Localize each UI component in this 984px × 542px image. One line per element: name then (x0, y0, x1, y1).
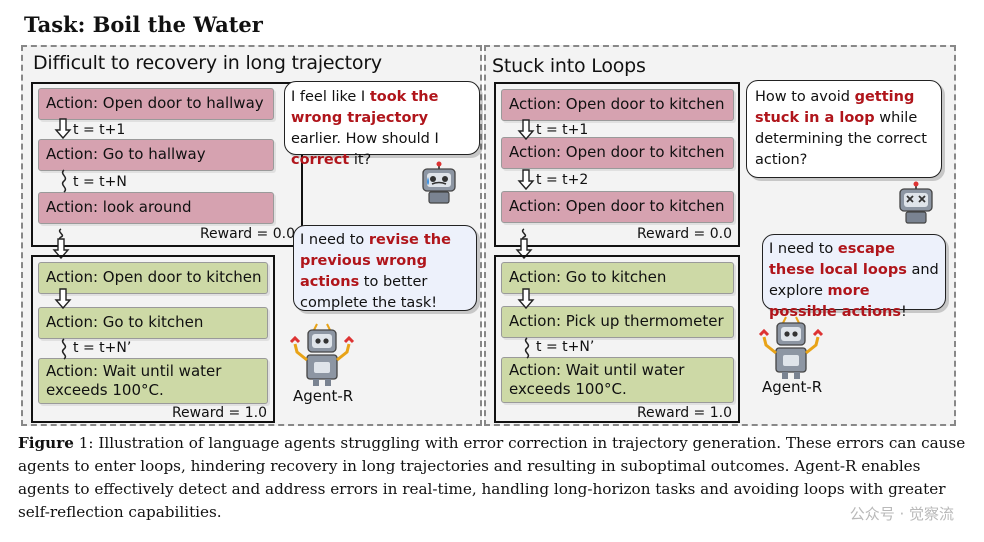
step-label: t = t+1 (73, 122, 126, 138)
caption-text: : Illustration of language agents strugg… (18, 434, 966, 521)
squiggle-icon (61, 338, 67, 360)
left-panel: Difficult to recovery in long trajectory… (21, 45, 482, 426)
down-arrow-icon (517, 288, 535, 310)
figure-title: Task: Boil the Water (24, 12, 263, 37)
escaped-trajectory-group: Action: Go to kitchen Action: Pick up th… (494, 255, 740, 423)
action-box: Action: look around (38, 192, 274, 224)
reward-label: Reward = 1.0 (636, 405, 732, 421)
reward-label: Reward = 0.0 (636, 226, 732, 242)
step-label: t = t+N’ (73, 340, 132, 356)
step-label: t = t+N’ (536, 339, 595, 355)
down-arrow-icon (52, 238, 70, 260)
action-box: Action: Wait until water exceeds 100°C. (38, 358, 268, 404)
action-box: Action: Wait until water exceeds 100°C. (501, 357, 734, 403)
down-arrow-icon (54, 288, 72, 310)
action-box: Action: Open door to hallway (38, 88, 274, 120)
robot-sad-icon (422, 161, 456, 204)
wrong-trajectory-group: Action: Open door to hallway Action: Go … (31, 82, 303, 247)
agent-r-label: Agent-R (293, 387, 354, 405)
squiggle-icon (61, 169, 67, 193)
action-box: Action: Go to kitchen (38, 307, 268, 339)
revised-trajectory-group: Action: Open door to kitchen Action: Go … (31, 255, 275, 423)
reward-label: Reward = 1.0 (171, 405, 267, 421)
robot-dizzy-icon (899, 181, 933, 224)
action-box: Action: Open door to kitchen (38, 262, 268, 294)
squiggle-icon (524, 337, 530, 359)
speech-bubble-reflect: I feel like I took the wrong trajectory … (284, 81, 480, 168)
figure-caption: Figure 1: Illustration of language agent… (18, 432, 966, 524)
caption-number: 1 (73, 434, 89, 452)
down-arrow-icon (517, 119, 535, 141)
action-box: Action: Open door to kitchen (501, 89, 734, 121)
step-label: t = t+N (73, 174, 127, 190)
action-box: Action: Open door to kitchen (501, 137, 734, 169)
down-arrow-icon (517, 169, 535, 191)
caption-label: Figure (18, 434, 74, 452)
watermark: 公众号 · 觉察流 (849, 505, 954, 523)
speech-bubble-escape: I need to escape these local loops and e… (762, 234, 946, 320)
speech-bubble-revise: I need to revise the previous wrong acti… (293, 225, 477, 311)
agent-r-robot-icon (758, 316, 824, 379)
step-label: t = t+1 (536, 122, 589, 138)
action-box: Action: Go to hallway (38, 139, 274, 171)
down-arrow-icon (515, 238, 533, 260)
down-arrow-icon (54, 118, 72, 140)
step-label: t = t+2 (536, 172, 589, 188)
agent-r-robot-icon (289, 323, 355, 386)
right-panel-title: Stuck into Loops (492, 55, 646, 77)
action-box: Action: Open door to kitchen (501, 191, 734, 223)
loop-trajectory-group: Action: Open door to kitchen Action: Ope… (494, 82, 740, 247)
left-panel-title: Difficult to recovery in long trajectory (33, 52, 382, 74)
reward-label: Reward = 0.0 (199, 226, 295, 242)
agent-r-label: Agent-R (762, 378, 823, 396)
action-box: Action: Go to kitchen (501, 262, 734, 294)
action-box: Action: Pick up thermometer (501, 306, 734, 338)
right-panel: Stuck into Loops Action: Open door to ki… (484, 45, 956, 426)
speech-bubble-loop: How to avoid getting stuck in a loop whi… (746, 80, 942, 178)
